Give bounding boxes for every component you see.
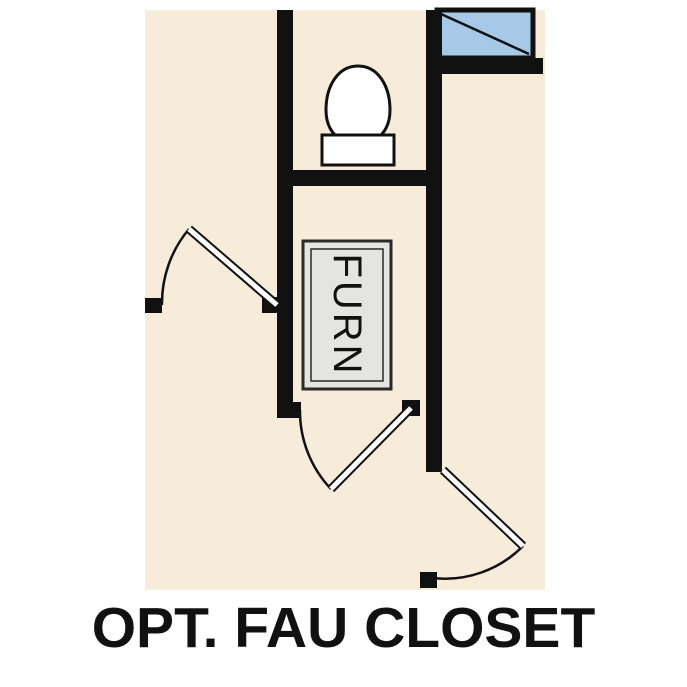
left-door [160, 225, 280, 309]
furnace-label: FURN [325, 253, 369, 376]
left-door-leaf [187, 227, 279, 307]
closet-door [298, 404, 415, 493]
wall-closet-left-jamb [277, 402, 301, 418]
walls [145, 10, 543, 588]
wall-top-right-horizontal [437, 58, 543, 74]
toilet-fixture [320, 64, 396, 167]
left-door-swing-arc [160, 228, 190, 306]
closet-door-swing-arc [298, 409, 332, 490]
wall-left-vertical [277, 10, 293, 418]
right-door-swing-arc [432, 545, 524, 580]
right-door [432, 466, 527, 580]
floor-plan-drawing: FURN [145, 7, 545, 590]
wall-bottom-door-jamb [420, 572, 437, 588]
shower-pan [434, 7, 536, 61]
wall-left-door-jamb [145, 298, 162, 313]
plan-caption: OPT. FAU CLOSET [91, 596, 596, 660]
wall-right-vertical [426, 10, 442, 472]
furnace-inner-border [310, 248, 384, 382]
wall-divider-horizontal [277, 170, 442, 186]
toilet-bowl [324, 64, 392, 146]
furnace-outline [301, 239, 393, 391]
toilet-tank [320, 133, 396, 167]
furnace-unit: FURN [301, 239, 393, 391]
right-door-leaf [441, 468, 525, 548]
shower-diagonal-line [440, 12, 530, 56]
closet-door-leaf [329, 406, 413, 491]
